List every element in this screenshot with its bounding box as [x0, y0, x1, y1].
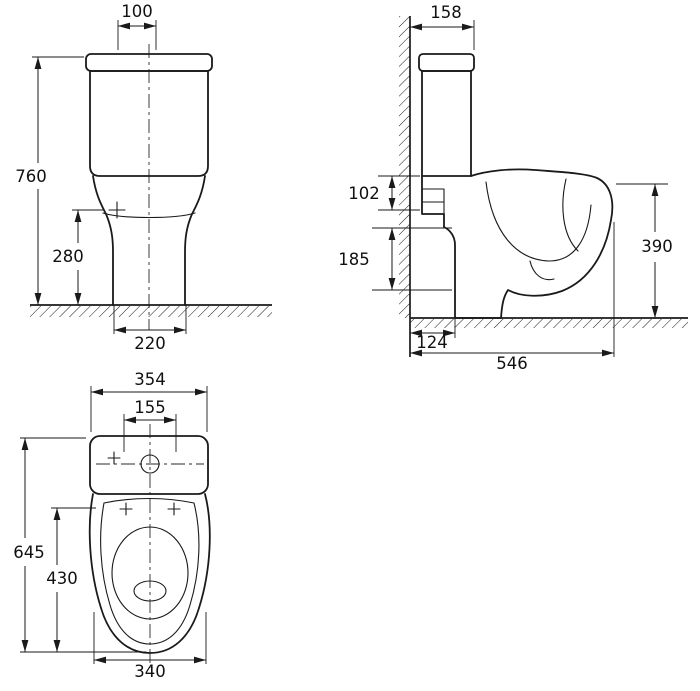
dim-label-tank-top-width: 100	[121, 2, 153, 21]
dim-label-overall-height: 760	[15, 167, 47, 186]
dim-label-rim-height: 390	[641, 237, 673, 256]
bowl-interior-lines	[485, 178, 592, 281]
dim-label-supply-height: 280	[52, 247, 84, 266]
dim-label-overall-depth-top: 645	[13, 543, 45, 562]
flush-inlet-detail	[421, 188, 445, 215]
front-view: 100 760 280 220	[15, 2, 272, 353]
lid-cross-mark	[107, 451, 121, 465]
dim-label-upper-offset: 102	[348, 184, 380, 203]
cistern-top-outline	[89, 435, 209, 495]
wall-hatch	[399, 16, 410, 318]
extension-lines-185	[372, 227, 452, 291]
extension-lines-645	[20, 437, 146, 653]
cistern-side-outline	[421, 70, 472, 177]
bowl-opening-outline	[111, 526, 189, 620]
dim-label-cistern-depth: 158	[430, 3, 462, 22]
water-surface-outline	[133, 580, 167, 602]
dim-label-wall-clearance: 124	[416, 333, 448, 352]
flush-button-mark	[140, 454, 160, 474]
supply-cross-mark	[108, 201, 126, 219]
top-view: 354 155 645 430 340	[13, 370, 211, 681]
bowl-side-outline	[421, 168, 614, 319]
cistern-lid-side-outline	[418, 53, 475, 72]
dim-label-front-width: 340	[134, 662, 166, 681]
cistern-front-outline	[89, 70, 209, 177]
side-view: 158 102 185 390 124 546	[338, 3, 688, 373]
dim-label-overall-depth-side: 546	[496, 354, 528, 373]
hinge-cross-marks	[119, 502, 181, 516]
seat-outline	[100, 497, 200, 645]
floor-hatch-side	[410, 319, 688, 328]
extension-lines-102	[378, 175, 420, 211]
dim-label-overall-width: 354	[134, 370, 166, 389]
extension-lines-340	[93, 612, 207, 664]
dim-label-lower-offset: 185	[338, 250, 370, 269]
dim-label-center-offset: 155	[134, 398, 166, 417]
bowl-seam-line	[102, 212, 196, 219]
dim-label-bowl-length: 430	[46, 569, 78, 588]
extension-lines-100	[117, 20, 157, 50]
dim-label-base-width: 220	[134, 334, 166, 353]
floor-hatch-front	[30, 306, 272, 317]
bowl-top-outline	[88, 493, 211, 654]
